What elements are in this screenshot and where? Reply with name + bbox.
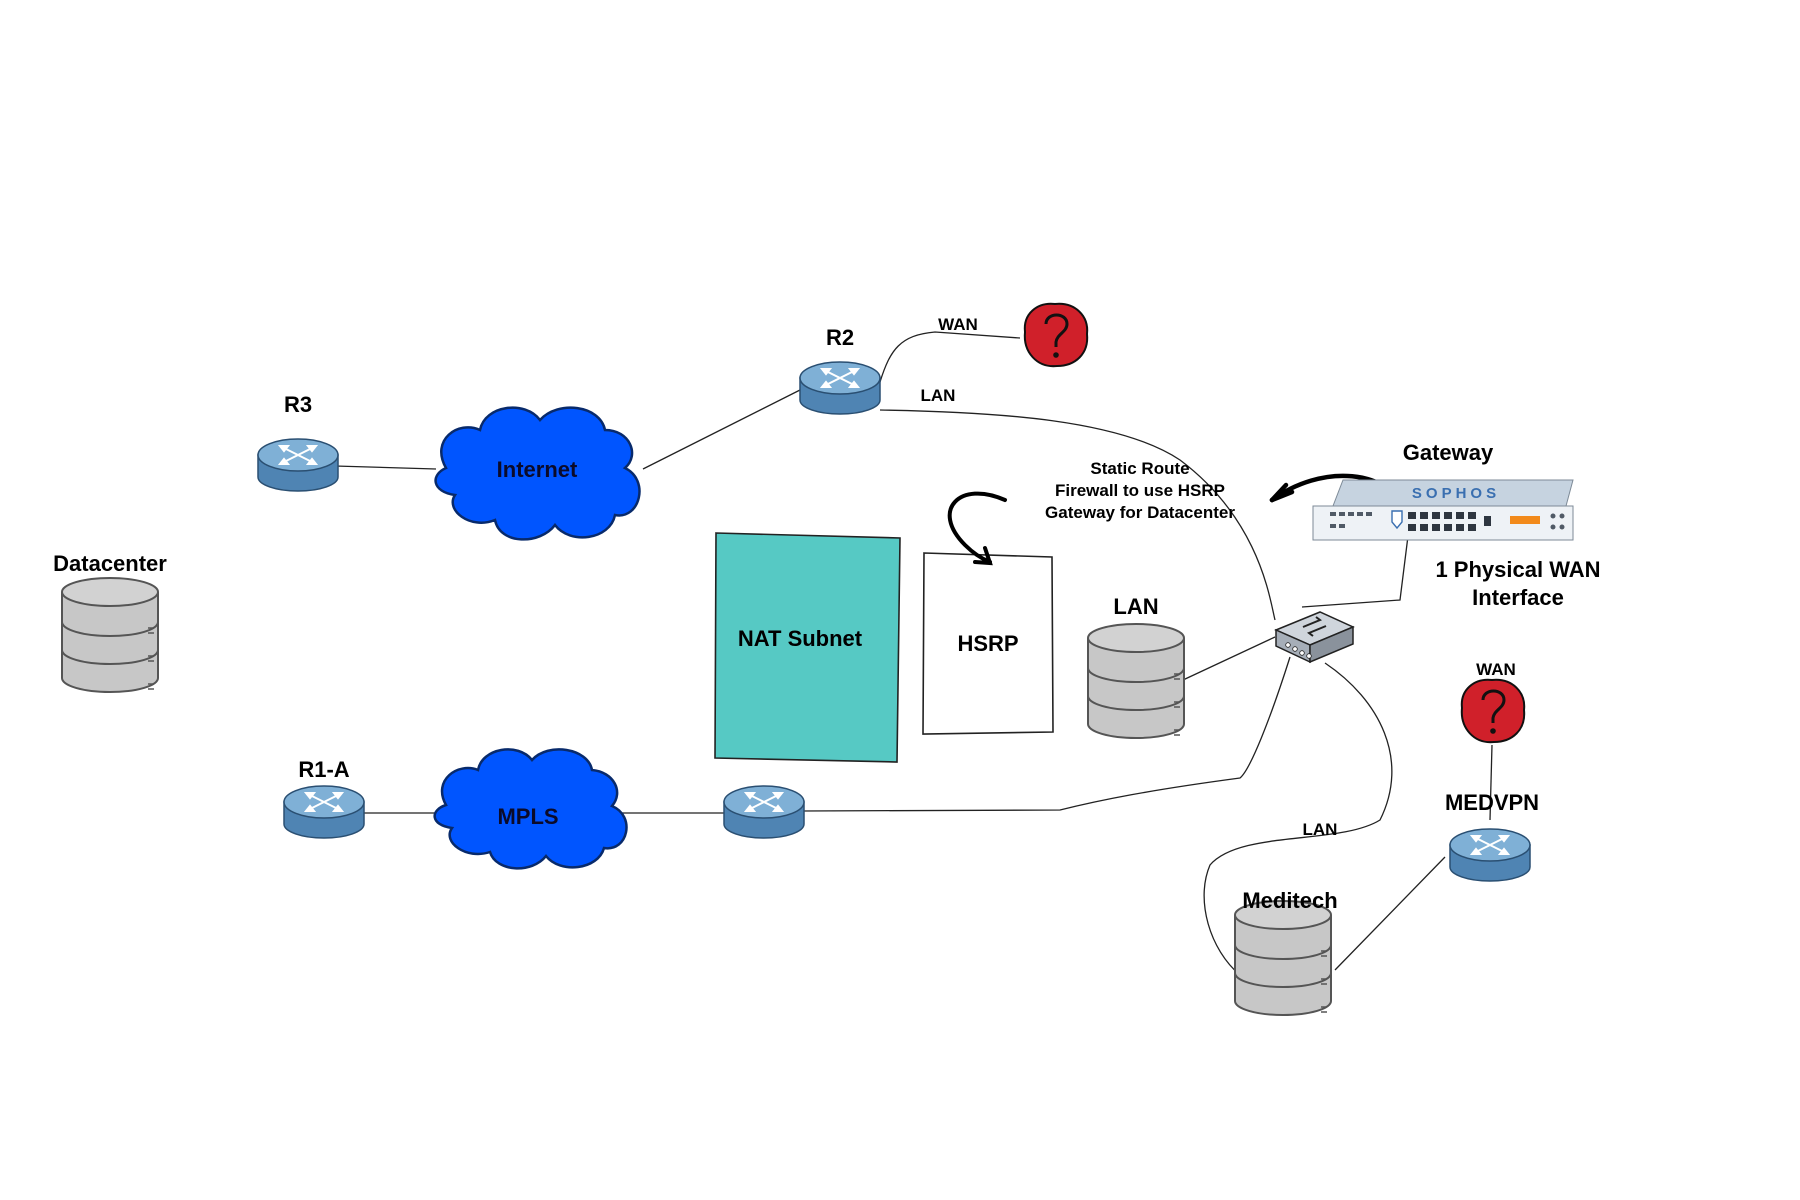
label-datacenter: Datacenter xyxy=(53,551,167,576)
link-switch-meditech xyxy=(1203,662,1393,976)
label-r2: R2 xyxy=(826,325,854,350)
cloud-icon-internet[interactable]: Internet xyxy=(434,406,641,541)
nat-subnet-box[interactable]: NAT Subnet xyxy=(714,532,901,763)
hsrp-arrow-icon xyxy=(947,491,1007,566)
question-mark-icon-right[interactable] xyxy=(1460,678,1526,744)
label-gateway: Gateway xyxy=(1403,440,1494,465)
router-icon-medvpn[interactable] xyxy=(1449,828,1531,882)
label-lan-bottom: LAN xyxy=(1303,820,1338,839)
database-icon-lan[interactable] xyxy=(1087,623,1185,739)
cloud-label-mpls: MPLS xyxy=(497,804,558,829)
label-lan-top: LAN xyxy=(921,386,956,405)
label-lan-db: LAN xyxy=(1113,594,1158,619)
label-medvpn: MEDVPN xyxy=(1445,790,1539,815)
router-icon-r1a[interactable] xyxy=(283,785,365,839)
switch-icon[interactable] xyxy=(1274,611,1355,664)
link-r3-internet xyxy=(334,465,437,470)
label-static-route-line2: Firewall to use HSRP xyxy=(1055,481,1225,500)
database-icon-meditech[interactable] xyxy=(1234,900,1332,1016)
link-r2-lan xyxy=(879,409,1276,621)
database-icon-datacenter[interactable] xyxy=(61,577,159,693)
router-icon-r2[interactable] xyxy=(799,361,881,415)
label-r3: R3 xyxy=(284,392,312,417)
hsrp-box[interactable]: HSRP xyxy=(922,552,1054,735)
link-switch-firewall xyxy=(1301,519,1411,608)
link-r2-wan xyxy=(879,331,1021,383)
connection-lines xyxy=(334,331,1493,976)
link-medvpn-wan xyxy=(1489,744,1493,821)
cloud-icon-mpls[interactable]: MPLS xyxy=(433,748,628,870)
cloud-label-internet: Internet xyxy=(497,457,578,482)
router-icon-mpls-edge[interactable] xyxy=(723,785,805,839)
sophos-brand-label: SOPHOS xyxy=(1412,485,1500,502)
label-meditech: Meditech xyxy=(1242,888,1337,913)
label-wan-top: WAN xyxy=(938,315,978,334)
router-icon-r3[interactable] xyxy=(257,438,339,492)
nat-subnet-label: NAT Subnet xyxy=(738,626,863,651)
link-internet-r2 xyxy=(642,389,801,470)
label-physical-wan-line2: Interface xyxy=(1472,585,1564,610)
hsrp-label: HSRP xyxy=(957,631,1018,656)
question-mark-icon-top[interactable] xyxy=(1023,302,1089,368)
label-static-route-line1: Static Route xyxy=(1090,459,1189,478)
sophos-firewall-icon[interactable]: SOPHOS xyxy=(1312,479,1574,541)
label-r1a: R1-A xyxy=(298,757,349,782)
label-static-route-line3: Gateway for Datacenter xyxy=(1045,503,1235,522)
link-lan-db-switch xyxy=(1182,636,1276,681)
label-wan-right: WAN xyxy=(1476,660,1516,679)
link-meditech-medvpn xyxy=(1334,856,1446,971)
link-switch-mpls-router xyxy=(801,656,1291,812)
label-physical-wan-line1: 1 Physical WAN xyxy=(1435,557,1600,582)
